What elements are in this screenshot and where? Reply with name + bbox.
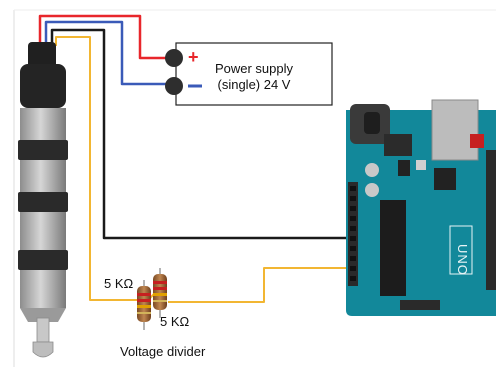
resistor-top (153, 274, 167, 310)
processor-chip (380, 200, 406, 296)
yellow-wire-sensor (55, 36, 148, 301)
resistor-bottom (137, 286, 151, 322)
pressure-sensor-icon (18, 42, 68, 358)
negative-terminal-icon (165, 77, 183, 95)
power-supply: + (165, 42, 333, 106)
black-wire (50, 28, 346, 240)
board-silkscreen: UNO (455, 244, 470, 276)
usb-port (431, 99, 479, 161)
power-supply-label: Power supply (single) 24 V (176, 61, 332, 93)
usb-chip (434, 168, 456, 190)
positive-terminal-icon (165, 49, 183, 67)
power-supply-label-line1: Power supply (214, 61, 294, 76)
resistor-bottom-value: 5 KΩ (160, 314, 190, 329)
power-supply-label-line2: (single) 24 V (217, 77, 291, 92)
wires (38, 14, 350, 303)
red-wire (38, 14, 172, 60)
blue-wire (44, 20, 172, 86)
plus-symbol: + (188, 47, 199, 67)
resistor-icon (137, 268, 167, 330)
yellow-wire-board (168, 267, 350, 303)
resistor-top-value: 5 KΩ (104, 276, 134, 291)
microcontroller-board-icon: UNO (346, 99, 496, 316)
power-supply-box (175, 42, 333, 106)
voltage-divider-caption: Voltage divider (120, 344, 206, 359)
